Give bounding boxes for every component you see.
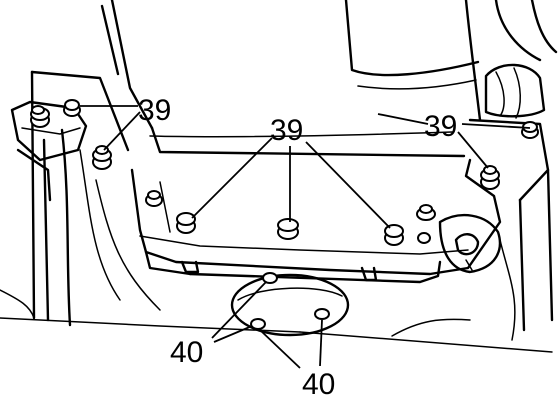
left-bracket (10, 100, 88, 202)
bolt-39-top-left-1 (30, 105, 50, 128)
callout-40-left: 40 (170, 336, 203, 369)
bolt-unlabeled-right (416, 204, 436, 244)
bolt-39-front-right (384, 224, 404, 246)
bolt-unlabeled-left (145, 190, 163, 207)
bolt-40-bottom-right (314, 308, 330, 320)
bolt-40-top (262, 272, 278, 284)
bolt-39-left-flange (92, 145, 112, 170)
bolt-39-front-center (277, 218, 299, 240)
bolt-39-top-right (521, 121, 539, 139)
bolt-39-right-flange (480, 165, 500, 190)
drain-cover (230, 273, 350, 337)
oil-pan (130, 158, 502, 284)
callout-39-right: 39 (424, 110, 457, 143)
engine-block-outline (0, 0, 558, 353)
callout-39-top-left: 39 (138, 94, 171, 127)
bolt-39-top-left-2 (63, 99, 81, 117)
bolt-40-bottom-left (250, 318, 266, 330)
callout-40-bottom: 40 (302, 368, 335, 401)
callout-39-center: 39 (270, 114, 303, 147)
bolt-39-front-left (176, 212, 196, 234)
leader-lines (80, 105, 531, 369)
